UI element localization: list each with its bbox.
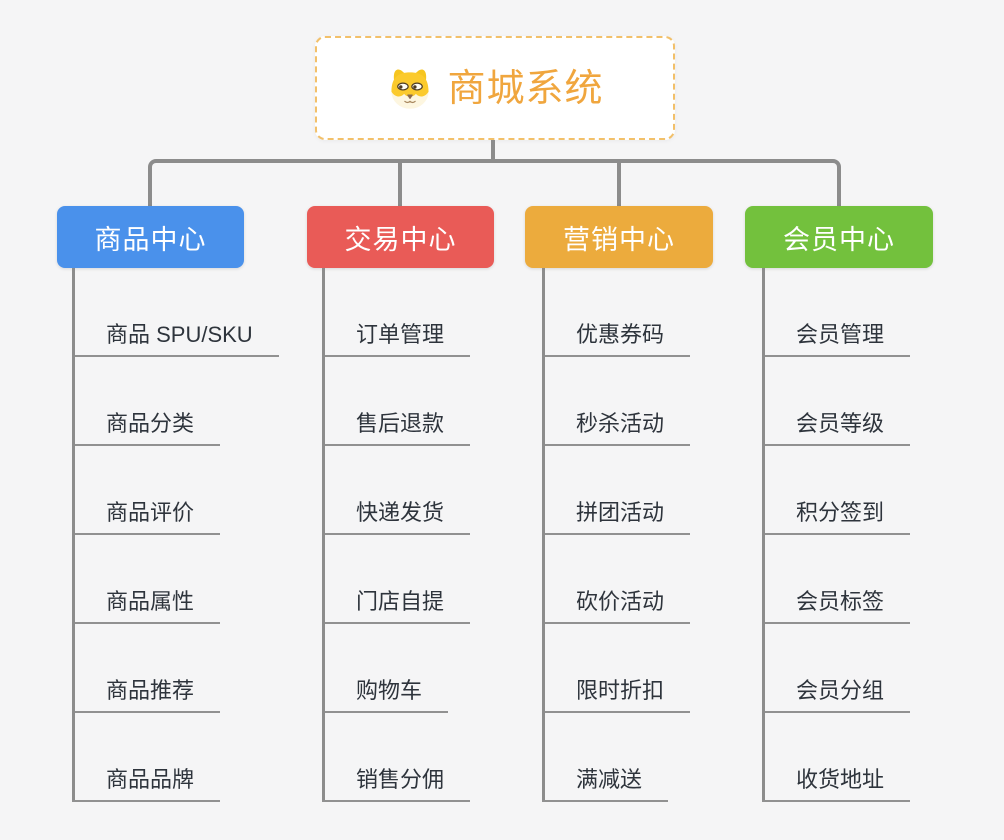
branch-label: 商品中心 (94, 224, 207, 255)
leaf-node[interactable]: 购物车 (322, 624, 449, 713)
branch-label: 营销中心 (563, 224, 675, 255)
leaf-node[interactable]: 商品品牌 (72, 713, 221, 802)
leaf-node[interactable]: 订单管理 (322, 268, 471, 357)
leaf-node[interactable]: 收货地址 (762, 713, 911, 802)
root-title: 商城系统 (447, 68, 604, 110)
connector-root-stub (491, 140, 495, 163)
branch-node-marketing-center[interactable]: 营销中心 (525, 206, 713, 268)
leaf-node[interactable]: 砍价活动 (542, 535, 691, 624)
branch-column-product: 商品 SPU/SKU 商品分类 商品评价 商品属性 商品推荐 商品品牌 (72, 268, 279, 802)
leaf-node[interactable]: 满减送 (542, 713, 669, 802)
leaf-node[interactable]: 商品推荐 (72, 624, 221, 713)
branch-node-trade-center[interactable]: 交易中心 (307, 206, 494, 268)
leaf-node[interactable]: 会员等级 (762, 357, 911, 446)
leaf-node[interactable]: 会员分组 (762, 624, 911, 713)
leaf-node[interactable]: 商品属性 (72, 535, 221, 624)
trunk-line (72, 268, 75, 800)
branch-node-product-center[interactable]: 商品中心 (57, 206, 244, 268)
leaf-node[interactable]: 限时折扣 (542, 624, 691, 713)
connector-stub (398, 161, 402, 208)
dog-face-icon (386, 65, 434, 111)
leaf-node[interactable]: 拼团活动 (542, 446, 691, 535)
leaf-node[interactable]: 快递发货 (322, 446, 471, 535)
trunk-line (762, 268, 765, 800)
leaf-node[interactable]: 门店自提 (322, 535, 471, 624)
branch-column-member: 会员管理 会员等级 积分签到 会员标签 会员分组 收货地址 (762, 268, 911, 802)
root-node[interactable]: 商城系统 (315, 36, 675, 140)
branch-column-trade: 订单管理 售后退款 快递发货 门店自提 购物车 销售分佣 (322, 268, 471, 802)
branch-column-marketing: 优惠券码 秒杀活动 拼团活动 砍价活动 限时折扣 满减送 (542, 268, 691, 802)
leaf-node[interactable]: 优惠券码 (542, 268, 691, 357)
branch-label: 会员中心 (783, 224, 895, 255)
leaf-node[interactable]: 会员标签 (762, 535, 911, 624)
leaf-node[interactable]: 售后退款 (322, 357, 471, 446)
leaf-node[interactable]: 商品分类 (72, 357, 221, 446)
trunk-line (322, 268, 325, 800)
leaf-node[interactable]: 商品评价 (72, 446, 221, 535)
leaf-node[interactable]: 积分签到 (762, 446, 911, 535)
leaf-node[interactable]: 会员管理 (762, 268, 911, 357)
branch-label: 交易中心 (344, 224, 457, 255)
branch-node-member-center[interactable]: 会员中心 (745, 206, 933, 268)
connector-stub (617, 161, 621, 208)
leaf-node[interactable]: 销售分佣 (322, 713, 471, 802)
leaf-node[interactable]: 商品 SPU/SKU (72, 268, 279, 357)
leaf-node[interactable]: 秒杀活动 (542, 357, 691, 446)
trunk-line (542, 268, 545, 800)
connector-bracket (148, 159, 841, 208)
